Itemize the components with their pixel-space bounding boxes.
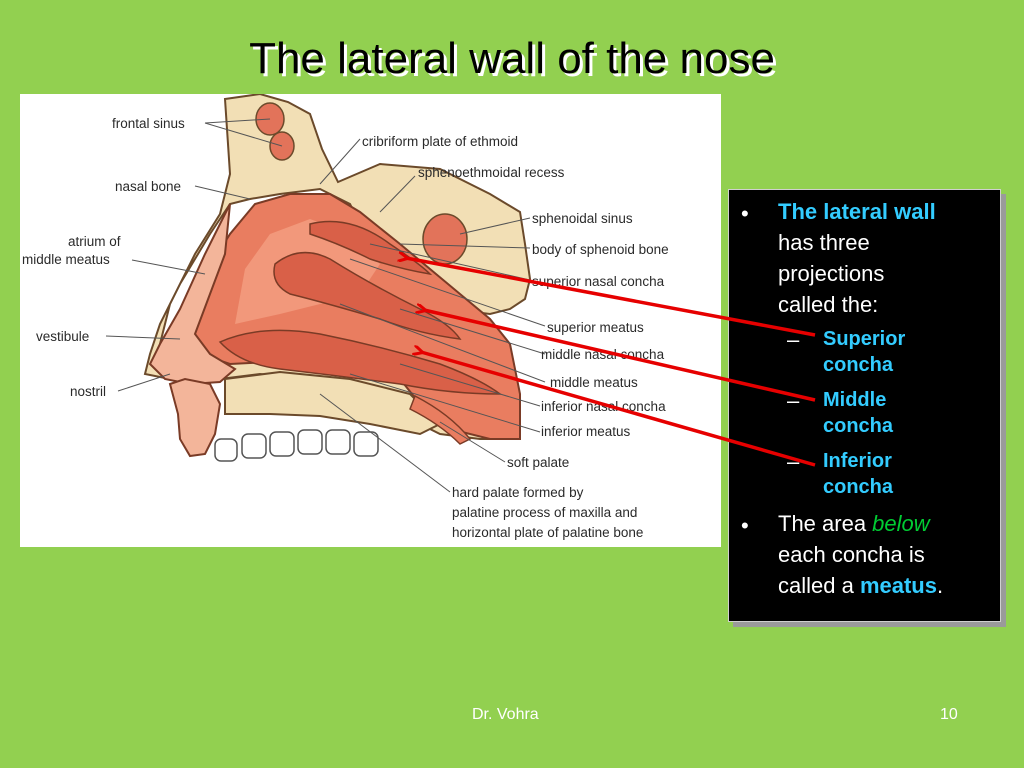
sub1-line1: Superior [823,328,906,350]
sub1-line2: concha [823,354,894,376]
sub-dash: – [787,388,800,413]
label-vestibule: vestibule [36,329,89,344]
footer-author: Dr. Vohra [472,706,539,723]
sub3-line2: concha [823,476,894,498]
bullet1-line1: The lateral wall [778,199,936,225]
emphasis-meatus: meatus [859,573,937,598]
label-inferior-meatus: inferior meatus [541,424,631,439]
label-frontal-sinus: frontal sinus [112,116,185,131]
bullet-dot: • [741,513,749,538]
emphasis-lateral-wall: The lateral wall [778,199,936,224]
sub-dash: – [787,449,800,474]
bullet1-line3: projections [778,261,885,286]
bullet2-line1: The area below [778,511,930,536]
bullet1-line2: has three [778,230,870,255]
label-superior-meatus: superior meatus [547,320,644,335]
label-soft-palate: soft palate [507,455,569,470]
sub2-line1: Middle [823,389,887,411]
slide-title: The lateral wall of the nose [249,34,775,83]
bullet2-line2: each concha is [778,542,925,567]
label-hard-palate-line3: horizontal plate of palatine bone [452,525,643,540]
label-cribriform-plate: cribriform plate of ethmoid [362,134,518,149]
bullet2-line3: called a meatus. [778,573,944,598]
label-nostril: nostril [70,384,106,399]
label-sphenoethmoidal-recess: sphenoethmoidal recess [418,165,565,180]
lip-shape [168,377,222,458]
label-body-of-sphenoid: body of sphenoid bone [532,242,669,257]
sub3-line1: Inferior [823,450,892,472]
label-atrium-line2: middle meatus [22,252,110,267]
sphenoidal-sinus-shape [422,213,468,265]
label-superior-nasal-concha: superior nasal concha [532,274,665,289]
emphasis-below: below [872,511,930,536]
slide-number: 10 [940,706,958,723]
nasal-wall-diagram: frontal sinus cribriform plate of ethmoi… [20,94,721,547]
label-middle-meatus: middle meatus [550,375,638,390]
label-nasal-bone: nasal bone [115,179,181,194]
label-sphenoidal-sinus: sphenoidal sinus [532,211,633,226]
text-box: • The lateral wall has three projections… [728,189,1001,622]
bullet-dot: • [741,201,749,226]
sub-dash: – [787,327,800,352]
sub2-line2: concha [823,415,894,437]
label-middle-nasal-concha: middle nasal concha [541,347,665,362]
diagram-illustration: frontal sinus cribriform plate of ethmoi… [22,94,669,540]
bullet1-line4: called the: [778,292,879,317]
label-atrium-line1: atrium of [68,234,121,249]
label-inferior-nasal-concha: inferior nasal concha [541,399,666,414]
teeth [214,429,379,462]
label-hard-palate-line1: hard palate formed by [452,485,584,500]
label-hard-palate-line2: palatine process of maxilla and [452,505,637,520]
